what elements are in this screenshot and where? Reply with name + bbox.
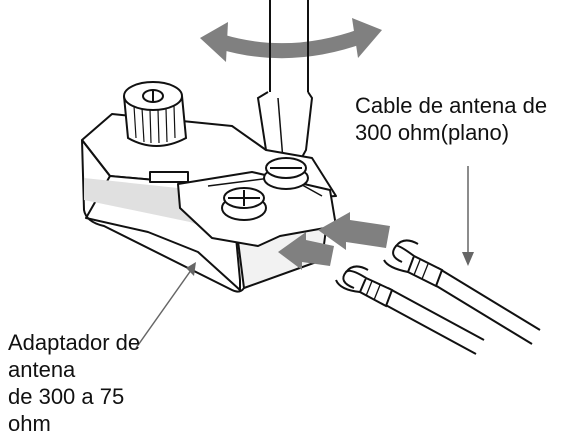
terminal-screw-right bbox=[263, 157, 309, 190]
cable-label: Cable de antena de 300 ohm(plano) bbox=[355, 92, 547, 146]
rotation-arrow-icon bbox=[200, 18, 382, 62]
adapter-label-line-1: Adaptador de bbox=[8, 330, 141, 355]
cable-label-line-2: 300 ohm(plano) bbox=[355, 120, 510, 145]
adapter-label-line-3: de 300 a 75 bbox=[8, 384, 125, 409]
adapter-label: Adaptador de antena de 300 a 75 ohm bbox=[8, 329, 140, 437]
adapter-knob bbox=[123, 81, 188, 147]
insert-arrow-icon bbox=[278, 212, 390, 270]
flat-antenna-cable bbox=[335, 239, 541, 355]
terminal-screw-left bbox=[221, 187, 267, 221]
adapter-label-line-2: antena bbox=[8, 357, 76, 382]
screwdriver bbox=[256, 0, 314, 169]
adapter-label-line-4: ohm bbox=[8, 411, 51, 436]
cable-label-line-1: Cable de antena de bbox=[355, 93, 548, 118]
pointer-arrow-icon bbox=[135, 166, 474, 349]
